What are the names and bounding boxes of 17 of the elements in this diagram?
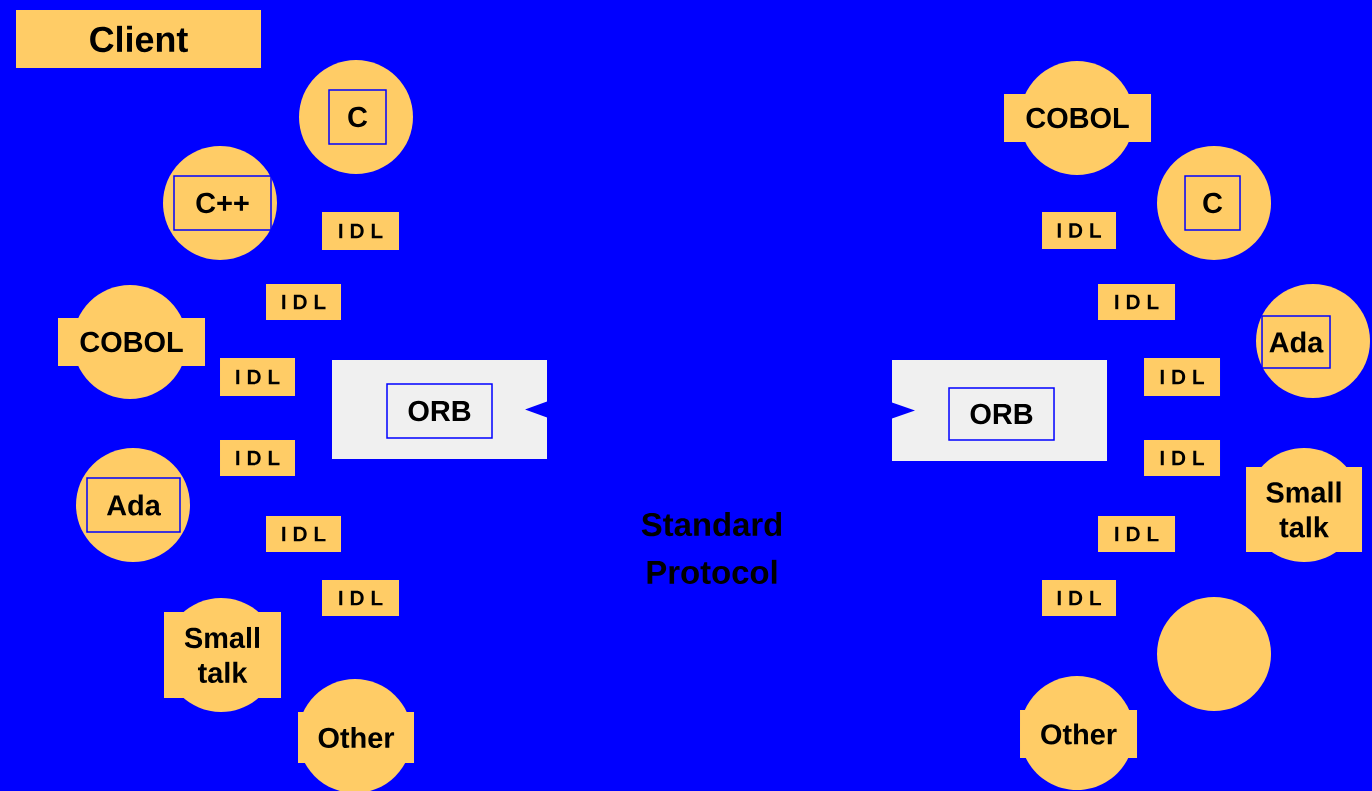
idl-box: I D L — [1042, 212, 1116, 249]
idl-box: I D L — [1144, 358, 1220, 396]
idl-box: I D L — [266, 516, 341, 552]
idl-box: I D L — [1098, 284, 1175, 320]
idl-box: I D L — [220, 358, 295, 396]
caption-text: Standard Protocol — [641, 512, 782, 584]
idl-box: I D L — [1098, 516, 1175, 552]
orb-box: ORB — [892, 360, 1107, 461]
idl-box: I D L — [322, 580, 399, 616]
idl-box: I D L — [220, 440, 295, 476]
idl-box: I D L — [1042, 580, 1116, 616]
idl-box: I D L — [1144, 440, 1220, 476]
idl-box: I D L — [266, 284, 341, 320]
empty-circle — [1157, 597, 1271, 711]
idl-box: I D L — [322, 212, 399, 250]
title-box: Client — [16, 10, 261, 68]
orb-box: ORB — [332, 360, 547, 459]
